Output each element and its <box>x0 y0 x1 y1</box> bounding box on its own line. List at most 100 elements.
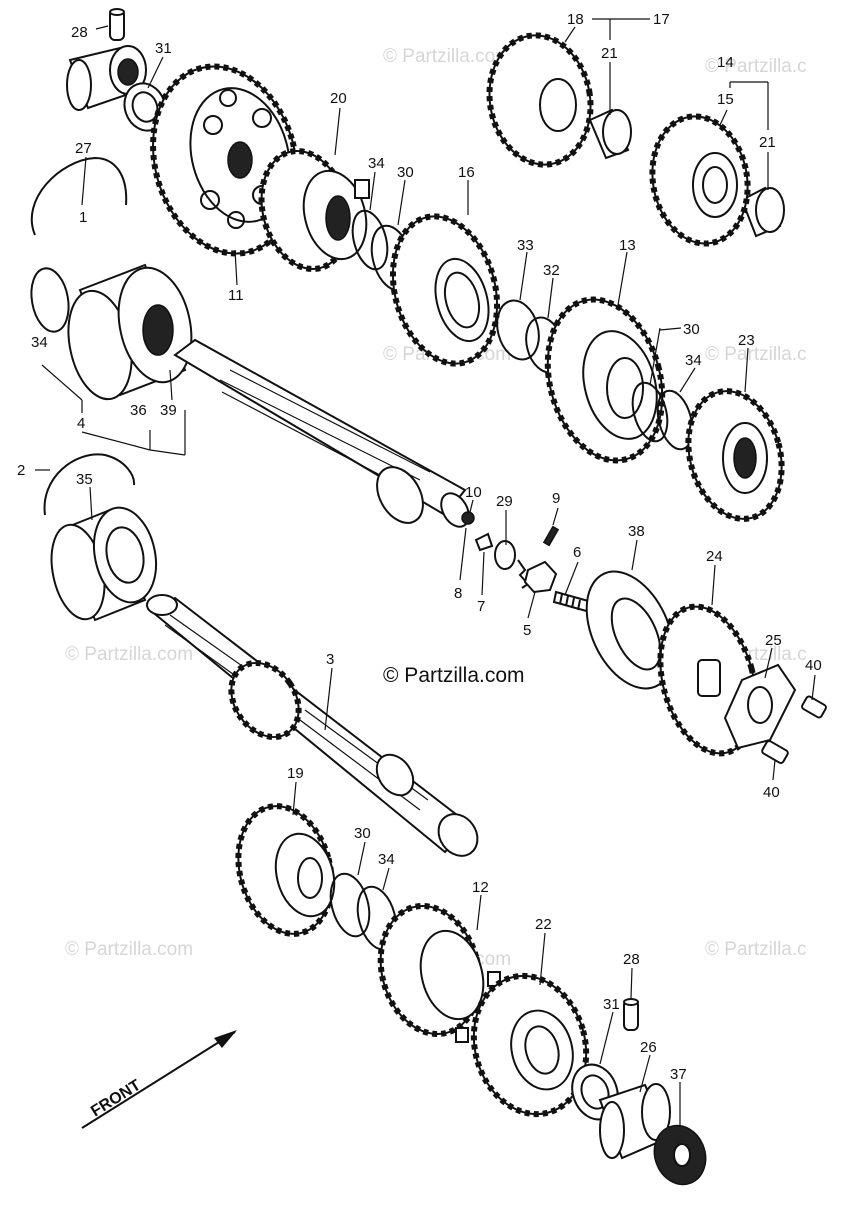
callout-15: 15 <box>717 91 734 108</box>
callout-29: 29 <box>496 493 513 510</box>
callout-4: 4 <box>77 415 85 432</box>
callout-34: 34 <box>685 352 702 369</box>
part-gear-19 <box>235 803 336 937</box>
part-nut-5 <box>523 560 558 594</box>
part-lockplate-25 <box>723 663 797 750</box>
part-washer-30-lower <box>329 872 371 938</box>
part-circlip-34-top <box>351 209 389 271</box>
callout-19: 19 <box>287 765 304 782</box>
callout-16: 16 <box>458 164 475 181</box>
callout-37: 37 <box>670 1066 687 1083</box>
part-circlip-1 <box>30 156 128 236</box>
front-label: FRONT <box>88 1077 144 1121</box>
watermark-text: © Partzilla.com <box>65 644 193 665</box>
callout-28: 28 <box>71 24 88 41</box>
callout-26: 26 <box>640 1039 657 1056</box>
callout-34: 34 <box>368 155 385 172</box>
part-spring-8 <box>517 559 530 589</box>
callout-33: 33 <box>517 237 534 254</box>
part-gear-12 <box>377 902 501 1043</box>
callout-35: 35 <box>76 471 93 488</box>
callout-20: 20 <box>330 90 347 107</box>
part-seal-38 <box>585 570 675 690</box>
callout-7: 7 <box>477 598 485 615</box>
part-main-shaft <box>173 338 470 528</box>
part-gear-15 <box>649 113 751 247</box>
callout-13: 13 <box>619 237 636 254</box>
callout-34: 34 <box>31 334 48 351</box>
callout-28: 28 <box>623 951 640 968</box>
callout-34: 34 <box>378 851 395 868</box>
callout-23: 23 <box>738 332 755 349</box>
callout-24: 24 <box>706 548 723 565</box>
callout-5: 5 <box>523 622 531 639</box>
callout-30: 30 <box>397 164 414 181</box>
part-needle-bearing-21a <box>588 108 632 160</box>
callout-31: 31 <box>155 40 172 57</box>
part-bolt-40a <box>801 695 827 719</box>
part-washer-37 <box>653 1124 707 1186</box>
part-washer-29 <box>494 540 516 570</box>
part-bolt-10 <box>461 511 475 525</box>
watermark-text: © Partzilla.com <box>65 939 193 960</box>
part-washer-7 <box>474 532 494 552</box>
callout-9: 9 <box>552 490 560 507</box>
callout-21: 21 <box>601 45 618 62</box>
part-circlip-2 <box>43 453 136 516</box>
callout-30: 30 <box>683 321 700 338</box>
callout-8: 8 <box>454 585 462 602</box>
leader-lines <box>35 18 816 1125</box>
callout-3: 3 <box>326 651 334 668</box>
callout-32: 32 <box>543 262 560 279</box>
part-bearing-4 <box>67 263 193 401</box>
part-washer-33 <box>496 299 540 361</box>
callout-25: 25 <box>765 632 782 649</box>
part-gear-18 <box>486 32 594 168</box>
watermark-text: © Partzilla.com <box>383 46 511 67</box>
callout-1: 1 <box>79 209 87 226</box>
watermark-text: © Partzilla.c <box>705 56 807 77</box>
callout-12: 12 <box>472 879 489 896</box>
callout-27: 27 <box>75 140 92 157</box>
callout-21: 21 <box>759 134 776 151</box>
front-direction-arrow: FRONT <box>81 1030 237 1129</box>
center-watermark: © Partzilla.com <box>383 664 525 687</box>
part-bushing-27 <box>66 45 147 111</box>
part-gear-23 <box>685 388 785 522</box>
part-circlip-34-left <box>30 267 70 333</box>
part-needle-bearing-21b <box>740 186 785 238</box>
part-pin-28-top <box>109 8 125 41</box>
part-washer-30-right <box>631 381 669 443</box>
part-gear-20 <box>258 148 370 272</box>
callout-40: 40 <box>805 657 822 674</box>
callout-14: 14 <box>717 54 734 71</box>
callout-39: 39 <box>160 402 177 419</box>
part-bearing-35 <box>50 506 157 622</box>
part-circlip-34-right <box>656 389 694 451</box>
callout-labels: 28 31 27 1 11 20 34 30 16 33 32 13 30 34… <box>17 11 822 1083</box>
callout-10: 10 <box>465 484 482 501</box>
part-bushing-26 <box>598 1083 671 1160</box>
part-gear-16 <box>389 213 501 367</box>
callout-22: 22 <box>535 916 552 933</box>
part-gear-13 <box>544 296 666 464</box>
callout-17: 17 <box>653 11 670 28</box>
part-gear-22 <box>470 972 590 1118</box>
part-pin-28-bottom <box>623 998 639 1031</box>
callout-38: 38 <box>628 523 645 540</box>
part-countershaft-3 <box>146 594 479 857</box>
callout-30: 30 <box>354 825 371 842</box>
part-cotter-pin-9 <box>542 525 560 547</box>
callout-31: 31 <box>603 996 620 1013</box>
callout-36: 36 <box>130 402 147 419</box>
part-bolt-40b <box>761 740 789 764</box>
callout-2: 2 <box>17 462 25 479</box>
callout-18: 18 <box>567 11 584 28</box>
callout-40: 40 <box>763 784 780 801</box>
watermark-text: © Partzilla.c <box>705 939 807 960</box>
callout-11: 11 <box>228 287 244 304</box>
callout-6: 6 <box>573 544 581 561</box>
watermark-text: © Partzilla.c <box>705 344 807 365</box>
